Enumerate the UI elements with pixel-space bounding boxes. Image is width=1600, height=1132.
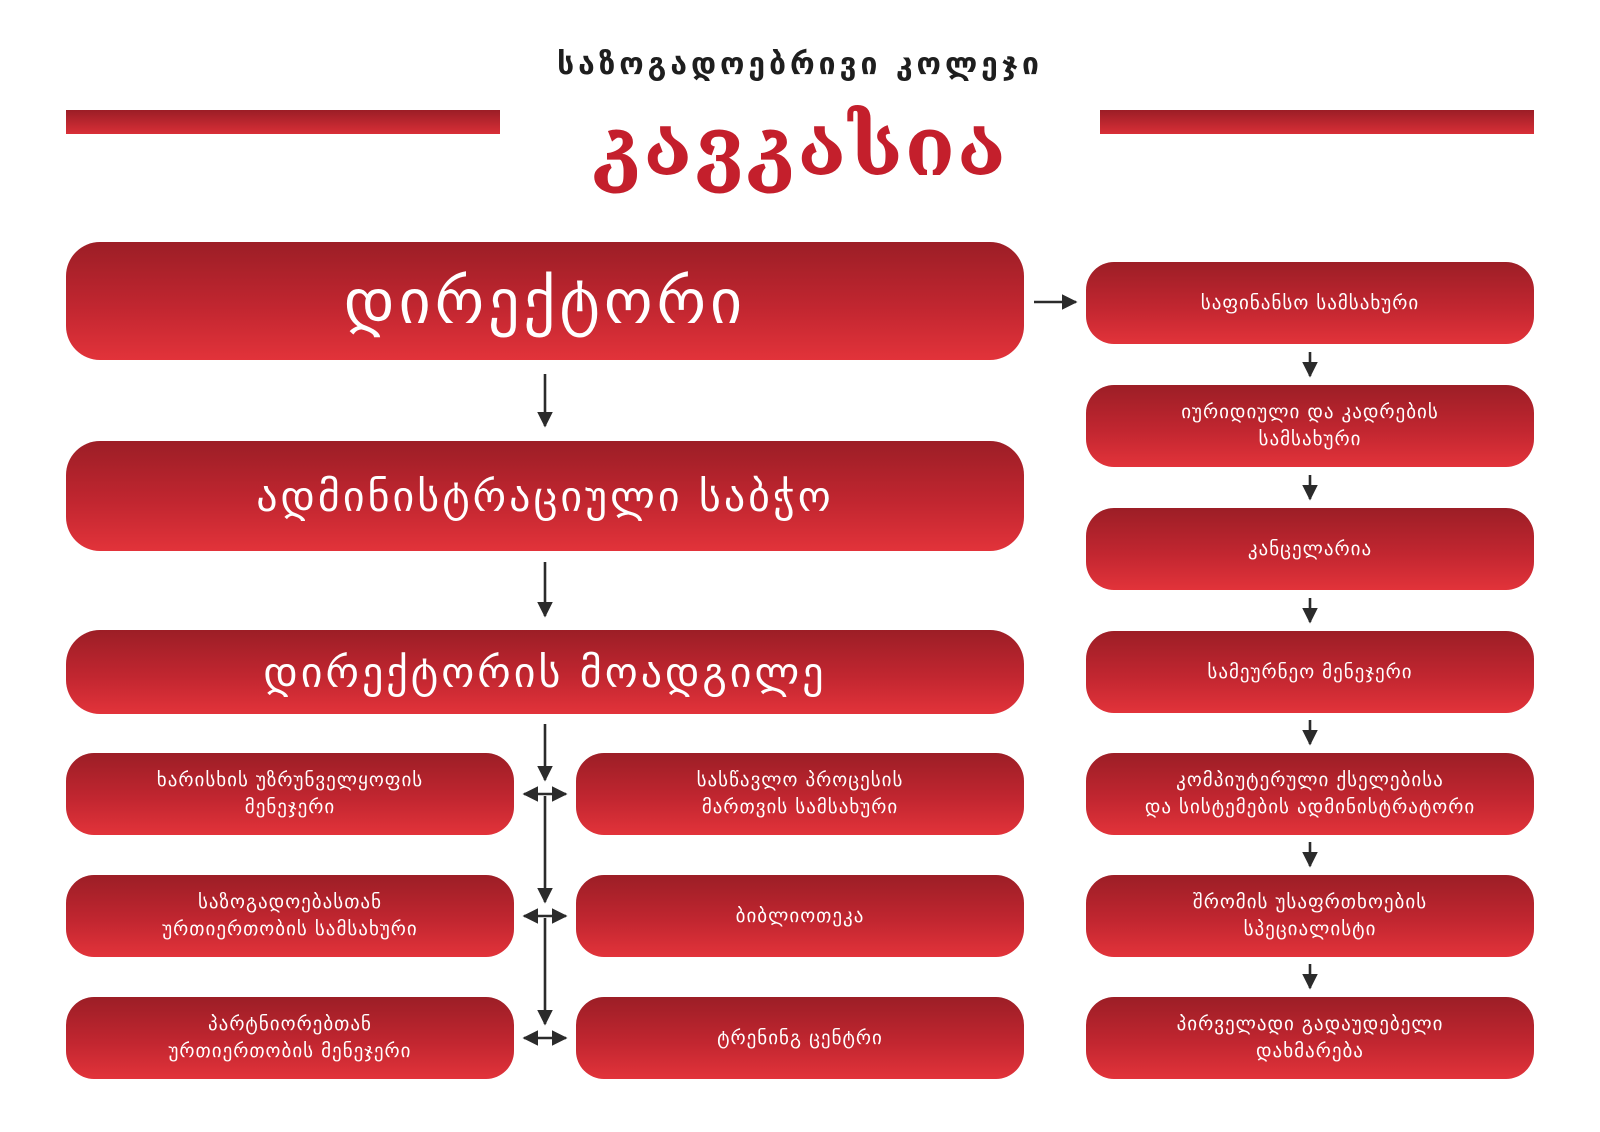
network-admin-box: კომპიუტერული ქსელებისა და სისტემების ადმ… (1086, 753, 1534, 835)
public-relations-box: საზოგადოებასთან ურთიერთობის სამსახური (66, 875, 514, 957)
director-label: დირექტორი (343, 264, 747, 338)
header-bar-left (66, 110, 500, 134)
deputy-director-label: დირექტორის მოადგილე (263, 647, 827, 697)
library-box: ბიბლიოთეკა (576, 875, 1024, 957)
facilities-manager-label: სამეურნეო მენეჯერი (1207, 660, 1413, 683)
public-relations-label: საზოგადოებასთან ურთიერთობის სამსახური (162, 891, 418, 940)
legal-hr-box: იურიდიული და კადრების სამსახური (1086, 385, 1534, 467)
finance-service-label: საფინანსო სამსახური (1200, 291, 1420, 314)
legal-hr-label: იურიდიული და კადრების სამსახური (1181, 401, 1439, 450)
first-aid-box: პირველადი გადაუდებელი დახმარება (1086, 997, 1534, 1079)
director-box: დირექტორი (66, 242, 1024, 360)
library-label: ბიბლიოთეკა (735, 904, 865, 927)
chancellery-label: კანცელარია (1247, 537, 1373, 560)
education-process-box: სასწავლო პროცესის მართვის სამსახური (576, 753, 1024, 835)
facilities-manager-box: სამეურნეო მენეჯერი (1086, 631, 1534, 713)
training-center-box: ტრენინგ ცენტრი (576, 997, 1024, 1079)
chancellery-box: კანცელარია (1086, 508, 1534, 590)
partner-relations-box: პარტნიორებთან ურთიერთობის მენეჯერი (66, 997, 514, 1079)
training-center-label: ტრენინგ ცენტრი (717, 1026, 883, 1049)
college-title: კავკასია (592, 99, 1008, 195)
labor-safety-box: შრომის უსაფრთხოების სპეციალისტი (1086, 875, 1534, 957)
college-subtitle: საზოგადოებრივი კოლეჯი (557, 47, 1043, 82)
first-aid-label: პირველადი გადაუდებელი დახმარება (1176, 1013, 1444, 1062)
finance-service-box: საფინანსო სამსახური (1086, 262, 1534, 344)
quality-assurance-label: ხარისხის უზრუნველყოფის მენეჯერი (156, 769, 424, 818)
deputy-director-box: დირექტორის მოადგილე (66, 630, 1024, 714)
education-process-label: სასწავლო პროცესის მართვის სამსახური (696, 769, 904, 818)
partner-relations-label: პარტნიორებთან ურთიერთობის მენეჯერი (168, 1013, 412, 1062)
network-admin-label: კომპიუტერული ქსელებისა და სისტემების ადმ… (1144, 769, 1476, 818)
admin-council-box: ადმინისტრაციული საბჭო (66, 441, 1024, 551)
labor-safety-label: შრომის უსაფრთხოების სპეციალისტი (1192, 891, 1428, 940)
header-bar-right (1100, 110, 1534, 134)
quality-assurance-box: ხარისხის უზრუნველყოფის მენეჯერი (66, 753, 514, 835)
admin-council-label: ადმინისტრაციული საბჭო (256, 471, 834, 521)
